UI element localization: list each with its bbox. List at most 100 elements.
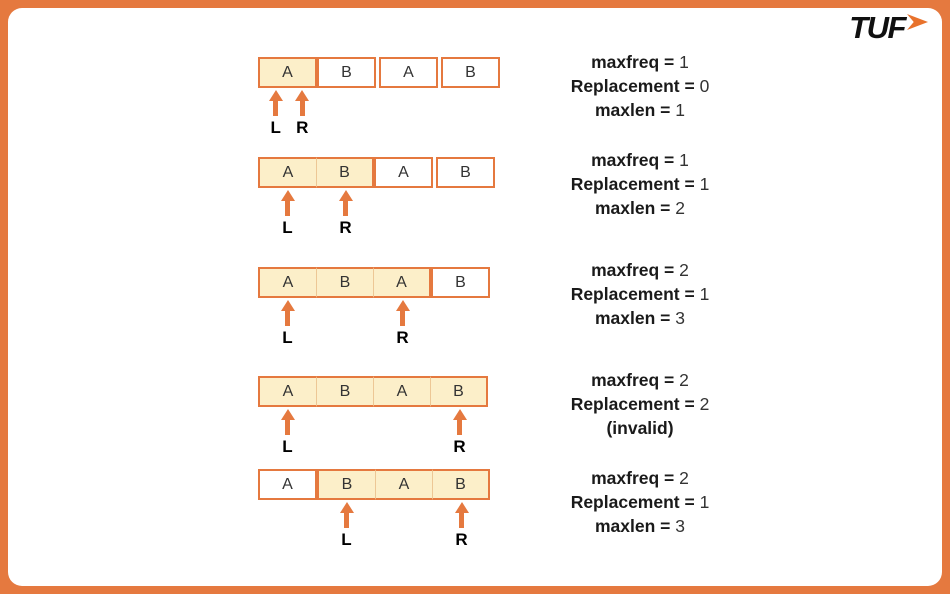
stat-line: Replacement = 1	[505, 172, 775, 196]
window-pointer: L	[278, 190, 298, 237]
stat-line: Replacement = 0	[505, 74, 775, 98]
stat-label: maxlen =	[594, 308, 671, 328]
array-cell: B	[436, 157, 495, 188]
cell-letter: B	[339, 273, 351, 291]
stat-label: Replacement =	[570, 174, 695, 194]
array-cell: A	[258, 469, 317, 500]
stat-line: Replacement = 1	[505, 282, 775, 306]
window-pointer: R	[450, 409, 470, 456]
arrow-shaft	[457, 420, 462, 435]
up-arrow-icon	[295, 90, 310, 101]
pointer-label: R	[453, 437, 466, 456]
stat-line: maxfreq = 2	[505, 368, 775, 392]
array-cell: B	[317, 469, 376, 500]
cell-letter: B	[460, 163, 471, 181]
array-cell: B	[317, 57, 376, 88]
pointer-label: L	[282, 328, 293, 347]
cell-letter: B	[341, 475, 353, 493]
array-cell: B	[441, 57, 500, 88]
stat-value: 2	[679, 468, 689, 488]
array-cell: A	[374, 157, 433, 188]
stat-label: Replacement =	[570, 76, 695, 96]
stat-value: 1	[699, 174, 710, 194]
stat-label: Replacement =	[570, 284, 695, 304]
window-pointer: L	[337, 502, 357, 549]
arrow-shaft	[459, 513, 464, 528]
cell-letter: B	[465, 63, 476, 81]
cell-letter: B	[339, 163, 350, 181]
stat-value: 2	[679, 370, 689, 390]
cell-letter: A	[282, 63, 293, 81]
stat-label: Replacement =	[570, 394, 695, 414]
stat-label: maxfreq =	[591, 260, 675, 280]
cell-letter: A	[282, 273, 294, 291]
stat-value: 1	[675, 100, 685, 120]
arrow-shaft	[273, 101, 279, 116]
cell-letter: B	[455, 273, 466, 291]
stat-line: maxlen = 2	[505, 196, 775, 220]
up-arrow-icon	[454, 502, 469, 513]
pointer-label: R	[455, 530, 468, 549]
stat-value: 0	[699, 76, 710, 96]
window-pointer: R	[452, 502, 472, 549]
stat-line: maxfreq = 2	[505, 466, 775, 490]
up-arrow-icon	[280, 409, 295, 420]
pointer-label: L	[282, 218, 293, 237]
array-cell: A	[258, 57, 317, 88]
up-arrow-icon	[338, 190, 353, 201]
cell-letter: A	[398, 163, 409, 181]
cell-letter: A	[396, 382, 408, 400]
cell-letter: A	[282, 475, 293, 493]
cell-letter: B	[455, 475, 466, 493]
array-cell: B	[317, 267, 374, 298]
array-cell: B	[317, 376, 374, 407]
arrow-shaft	[299, 101, 305, 116]
cell-letter: B	[453, 382, 464, 400]
array-cell: B	[431, 376, 488, 407]
cell-letter: A	[396, 273, 407, 291]
window-pointer: R	[292, 90, 312, 137]
stat-value: 1	[699, 492, 710, 512]
arrow-shaft	[285, 201, 290, 216]
arrow-shaft	[343, 201, 348, 216]
stat-value: 3	[675, 516, 685, 536]
cell-letter: B	[339, 382, 351, 400]
stat-line: maxfreq = 1	[505, 50, 775, 74]
window-pointer: R	[393, 300, 413, 347]
stat-line: Replacement = 2	[505, 392, 775, 416]
array-cell: B	[433, 469, 490, 500]
up-arrow-icon	[280, 190, 295, 201]
stat-label: maxfreq =	[591, 150, 675, 170]
logo-text: TUF	[849, 10, 906, 45]
stat-value: 1	[679, 150, 689, 170]
forward-arrow-icon	[907, 14, 928, 30]
stat-value: 1	[699, 284, 710, 304]
stat-line: maxlen = 3	[505, 514, 775, 538]
window-pointer: R	[336, 190, 356, 237]
arrow-shaft	[400, 311, 405, 326]
cell-letter: B	[341, 63, 352, 81]
up-arrow-icon	[268, 90, 283, 101]
up-arrow-icon	[339, 502, 354, 513]
arrow-shaft	[285, 420, 290, 435]
pointer-label: L	[341, 530, 352, 549]
array-cell: A	[379, 57, 438, 88]
stat-line: maxlen = 1	[505, 98, 775, 122]
cell-letter: A	[398, 475, 410, 493]
